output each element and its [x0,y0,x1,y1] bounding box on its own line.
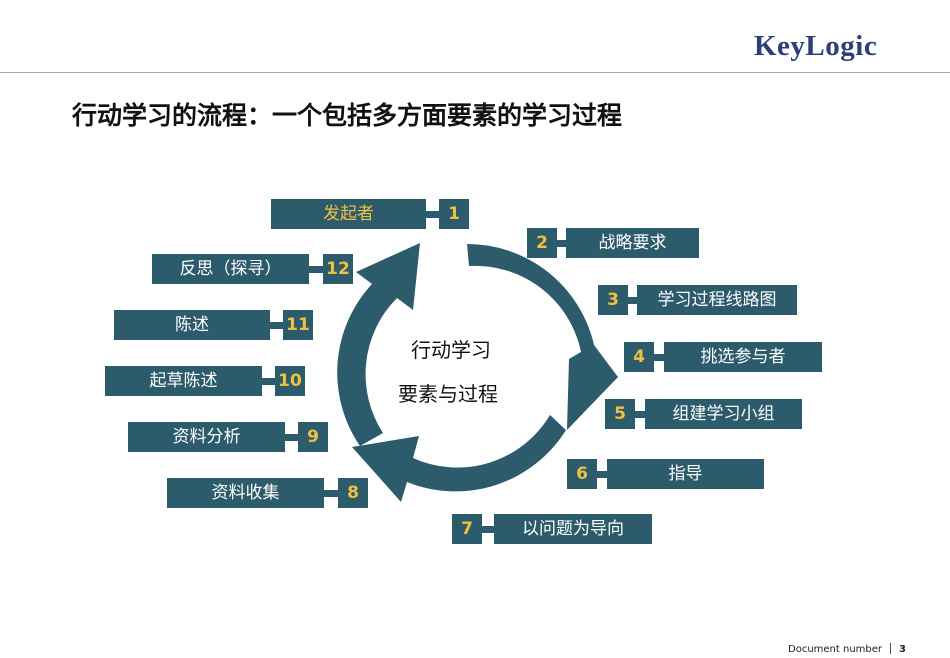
step-label: 陈述 [114,310,270,340]
step-number: 2 [527,228,557,258]
step-connector [597,471,607,478]
step-label: 战略要求 [566,228,699,258]
step-label: 以问题为导向 [494,514,652,544]
step-7: 7 以问题为导向 [452,514,652,544]
footer: Document number 3 [788,643,906,655]
step-5: 5 组建学习小组 [605,399,802,429]
step-connector [635,411,645,418]
step-connector [654,354,664,361]
step-connector [482,526,494,533]
cycle-arrow-left [337,243,420,446]
step-label: 指导 [607,459,764,489]
step-connector [309,266,323,273]
step-6: 6 指导 [567,459,764,489]
step-number: 5 [605,399,635,429]
step-10: 起草陈述 10 [105,366,305,396]
step-number: 11 [283,310,313,340]
step-connector [285,434,298,441]
step-4: 4 挑选参与者 [624,342,822,372]
step-number: 9 [298,422,328,452]
footer-separator [890,643,892,654]
step-number: 10 [275,366,305,396]
cycle-arrow-right [467,243,618,430]
step-connector [628,297,637,304]
step-label: 反思（探寻） [152,254,309,284]
step-label: 起草陈述 [105,366,262,396]
step-number: 6 [567,459,597,489]
step-number: 4 [624,342,654,372]
step-11: 陈述 11 [114,310,313,340]
step-3: 3 学习过程线路图 [598,285,797,315]
page-number: 3 [899,644,906,655]
step-2: 2 战略要求 [527,228,699,258]
step-12: 反思（探寻） 12 [152,254,353,284]
step-number: 12 [323,254,353,284]
keylogic-logo: KeyLogic [754,30,878,62]
step-number: 7 [452,514,482,544]
step-number: 3 [598,285,628,315]
step-9: 资料分析 9 [128,422,328,452]
step-label: 资料分析 [128,422,285,452]
step-connector [324,490,338,497]
step-label: 组建学习小组 [645,399,802,429]
step-connector [557,240,566,247]
document-number-label: Document number [788,644,883,655]
cycle-arrow-bottom [352,415,566,502]
step-label: 发起者 [271,199,426,229]
step-connector [262,378,275,385]
header-divider [0,72,950,73]
step-label: 资料收集 [167,478,324,508]
center-label-line1: 行动学习 [411,338,491,362]
step-connector [270,322,283,329]
step-connector [426,211,439,218]
step-number: 1 [439,199,469,229]
slide-title: 行动学习的流程：一个包括多方面要素的学习过程 [72,101,623,130]
step-label: 挑选参与者 [664,342,822,372]
step-1: 发起者 1 [271,199,469,229]
step-label: 学习过程线路图 [637,285,797,315]
step-number: 8 [338,478,368,508]
center-label-line2: 要素与过程 [398,382,498,406]
step-8: 资料收集 8 [167,478,368,508]
